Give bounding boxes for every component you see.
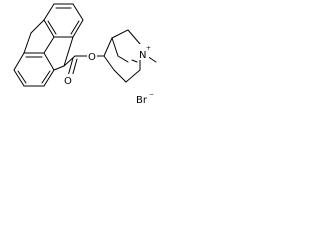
bromide-label: Br [136,95,148,106]
bond [113,69,127,83]
double-bond [47,20,57,35]
ester-oxygen-label: O [88,52,96,63]
nitrogen-label: N [139,50,146,61]
chemical-structure: O O N + Br − [13,3,157,106]
bond [131,59,138,63]
methylquinuclidinium-cage [103,29,157,83]
bond [127,29,141,45]
nitrogen-charge: + [146,45,151,52]
bond [125,69,141,83]
bond [43,3,55,21]
bond [72,3,84,21]
bond [111,37,119,57]
bond [43,69,55,87]
bond [72,19,84,38]
double-bond [17,70,27,84]
bond [43,36,55,54]
dihydroanthracene-ring-system [13,3,84,87]
bond [13,69,25,87]
carbonyl-oxygen-label: O [64,76,72,87]
bond [63,36,74,67]
bond [103,37,113,57]
bond [117,55,129,63]
bond [30,19,45,34]
double-bond [70,20,80,35]
bond [111,29,129,39]
double-bond [67,57,74,77]
double-bond [41,70,51,84]
bromide-charge: − [149,91,154,98]
bond [103,55,115,71]
bond [53,65,65,71]
ester-group [63,55,105,78]
bond [23,32,32,54]
bond [43,19,55,38]
bond [43,52,55,71]
bond [13,52,25,71]
